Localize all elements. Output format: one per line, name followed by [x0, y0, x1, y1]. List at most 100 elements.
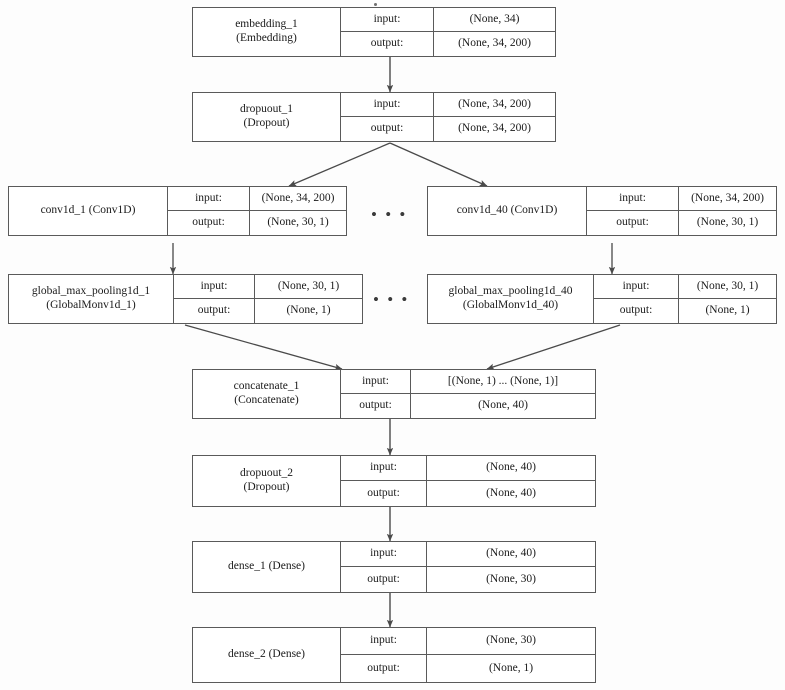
node-subtitle: (Dropout): [243, 481, 290, 493]
input-shape: [(None, 1) ... (None, 1)]: [447, 374, 559, 387]
input-label: input:: [341, 370, 411, 393]
output-shape: (None, 34, 200): [458, 37, 531, 50]
node-title: global_max_pooling1d_1: [31, 285, 151, 298]
input-shape: (None, 34, 200): [261, 191, 335, 204]
output-shape: (None, 30): [486, 572, 536, 585]
node-io-column: input: (None, 40) output: (None, 40): [341, 456, 595, 506]
input-label: input:: [341, 8, 434, 31]
output-shape: (None, 34, 200): [458, 122, 531, 135]
input-label: input:: [174, 275, 255, 298]
node-output-row: output: (None, 1): [341, 655, 595, 682]
node-title: dropuout_1: [239, 103, 294, 116]
input-shape: (None, 40): [486, 461, 536, 474]
node-dropout-2[interactable]: dropuout_2 (Dropout) input: (None, 40) o…: [192, 455, 596, 507]
node-output-row: output: (None, 34, 200): [341, 117, 555, 141]
input-label: input:: [341, 542, 427, 566]
node-io-column: input: (None, 30) output: (None, 1): [341, 628, 595, 682]
output-label: output:: [174, 299, 255, 323]
node-title: conv1d_1 (Conv1D): [40, 204, 136, 217]
node-io-column: input: (None, 30, 1) output: (None, 1): [174, 275, 362, 323]
node-output-row: output: (None, 40): [341, 394, 595, 418]
node-input-row: input: (None, 40): [341, 542, 595, 567]
conv-row-ellipsis: • • •: [371, 205, 408, 224]
output-label: output:: [587, 211, 679, 235]
node-name-cell: global_max_pooling1d_1 (GlobalMonv1d_1): [9, 275, 174, 323]
node-output-row: output: (None, 40): [341, 481, 595, 506]
output-label: output:: [341, 32, 434, 56]
node-io-column: input: [(None, 1) ... (None, 1)] output:…: [341, 370, 595, 418]
node-global-max-pooling1d-1[interactable]: global_max_pooling1d_1 (GlobalMonv1d_1) …: [8, 274, 363, 324]
output-label: output:: [341, 655, 427, 682]
node-title: embedding_1: [235, 18, 298, 31]
node-input-row: input: (None, 30, 1): [594, 275, 776, 299]
node-name-cell: conv1d_40 (Conv1D): [428, 187, 587, 235]
input-shape: (None, 30, 1): [277, 279, 340, 292]
edge-dropout1-to-conv1d1: [288, 142, 391, 187]
node-name-cell: dense_2 (Dense): [193, 628, 341, 682]
node-concatenate-1[interactable]: concatenate_1 (Concatenate) input: [(Non…: [192, 369, 596, 419]
input-shape: (None, 34): [469, 12, 520, 25]
node-io-column: input: (None, 30, 1) output: (None, 1): [594, 275, 776, 323]
node-subtitle: (Dropout): [243, 117, 290, 129]
input-shape: (None, 34, 200): [458, 97, 531, 110]
node-io-column: input: (None, 34, 200) output: (None, 30…: [168, 187, 346, 235]
node-input-row: input: (None, 34): [341, 8, 555, 32]
node-name-cell: dropuout_1 (Dropout): [193, 93, 341, 141]
input-label: input:: [587, 187, 679, 210]
output-shape: (None, 40): [478, 399, 528, 412]
node-subtitle: (Embedding): [236, 32, 297, 44]
output-label: output:: [341, 567, 427, 592]
node-io-column: input: (None, 34, 200) output: (None, 30…: [587, 187, 776, 235]
node-name-cell: dropuout_2 (Dropout): [193, 456, 341, 506]
output-shape: (None, 1): [705, 304, 750, 317]
node-input-row: input: (None, 34, 200): [587, 187, 776, 211]
pooling-row-ellipsis: • • •: [373, 290, 410, 309]
node-output-row: output: (None, 30, 1): [168, 211, 346, 235]
node-dense-1[interactable]: dense_1 (Dense) input: (None, 40) output…: [192, 541, 596, 593]
node-title: dropuout_2: [239, 467, 294, 480]
node-name-cell: dense_1 (Dense): [193, 542, 341, 592]
output-label: output:: [341, 117, 434, 141]
input-label: input:: [168, 187, 250, 210]
node-global-max-pooling1d-40[interactable]: global_max_pooling1d_40 (GlobalMonv1d_40…: [427, 274, 777, 324]
edge-dropout1-to-conv1d40: [389, 142, 488, 187]
node-subtitle: (GlobalMonv1d_40): [462, 299, 559, 311]
node-output-row: output: (None, 30, 1): [587, 211, 776, 235]
edge-gmp1-to-concatenate: [184, 324, 343, 371]
node-name-cell: conv1d_1 (Conv1D): [9, 187, 168, 235]
node-name-cell: concatenate_1 (Concatenate): [193, 370, 341, 418]
node-input-row: input: (None, 30): [341, 628, 595, 655]
node-conv1d-40[interactable]: conv1d_40 (Conv1D) input: (None, 34, 200…: [427, 186, 777, 236]
output-shape: (None, 1): [286, 304, 331, 317]
node-subtitle: (GlobalMonv1d_1): [46, 299, 136, 311]
node-io-column: input: (None, 34, 200) output: (None, 34…: [341, 93, 555, 141]
input-label: input:: [341, 456, 427, 480]
node-input-row: input: (None, 34, 200): [168, 187, 346, 211]
node-embedding-1[interactable]: embedding_1 (Embedding) input: (None, 34…: [192, 7, 556, 57]
node-input-row: input: (None, 40): [341, 456, 595, 481]
edge-gmp40-to-concatenate: [486, 324, 621, 370]
node-input-row: input: (None, 30, 1): [174, 275, 362, 299]
top-input-dot: [374, 3, 377, 6]
input-shape: (None, 40): [486, 547, 536, 560]
node-input-row: input: (None, 34, 200): [341, 93, 555, 117]
node-title: dense_1 (Dense): [228, 560, 305, 573]
input-label: input:: [594, 275, 679, 298]
input-shape: (None, 30): [486, 634, 536, 647]
node-output-row: output: (None, 30): [341, 567, 595, 592]
node-name-cell: embedding_1 (Embedding): [193, 8, 341, 56]
node-dense-2[interactable]: dense_2 (Dense) input: (None, 30) output…: [192, 627, 596, 683]
input-label: input:: [341, 628, 427, 654]
output-label: output:: [594, 299, 679, 323]
node-name-cell: global_max_pooling1d_40 (GlobalMonv1d_40…: [428, 275, 594, 323]
node-input-row: input: [(None, 1) ... (None, 1)]: [341, 370, 595, 394]
node-io-column: input: (None, 40) output: (None, 30): [341, 542, 595, 592]
node-title: dense_2 (Dense): [228, 648, 305, 661]
input-shape: (None, 34, 200): [691, 191, 764, 204]
node-output-row: output: (None, 1): [174, 299, 362, 323]
node-title: global_max_pooling1d_40: [448, 285, 573, 298]
node-dropout-1[interactable]: dropuout_1 (Dropout) input: (None, 34, 2…: [192, 92, 556, 142]
input-shape: (None, 30, 1): [696, 279, 759, 292]
node-conv1d-1[interactable]: conv1d_1 (Conv1D) input: (None, 34, 200)…: [8, 186, 347, 236]
